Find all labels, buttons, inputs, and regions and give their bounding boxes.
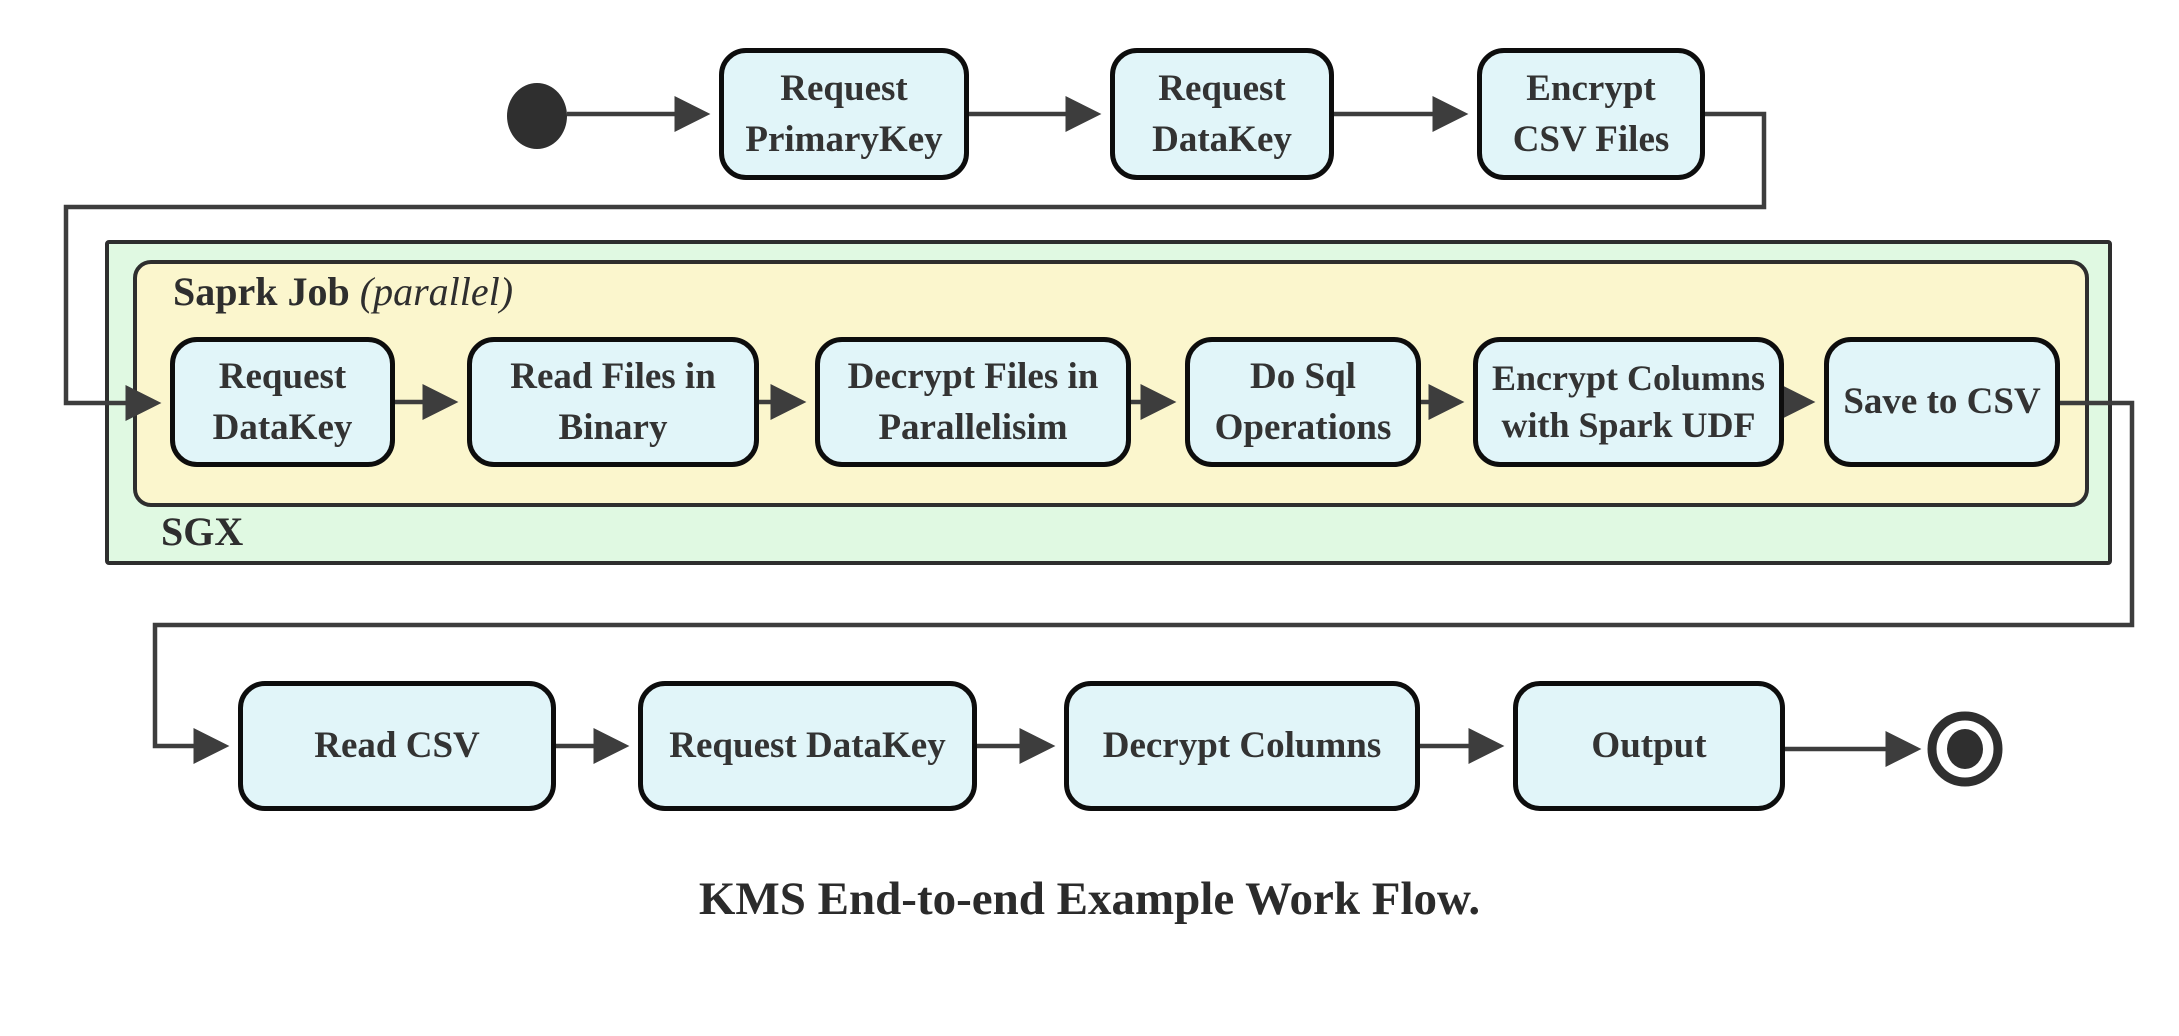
node-request-datakey-sgx: Request DataKey [170,337,395,467]
node-request-primarykey: Request PrimaryKey [719,48,969,180]
edge-encrypt-csv-files-to-sgx-request-datakey [63,111,1767,421]
node-request-datakey-top: Request DataKey [1110,48,1334,180]
start-state-icon [507,83,567,149]
spark-job-title: Saprk Job [173,269,350,314]
node-read-files-in-binary: Read Files in Binary [467,337,759,467]
spark-job-container-label: Saprk Job (parallel) [173,268,513,315]
end-state-icon [1927,711,2003,787]
sgx-container-label: SGX [161,509,244,554]
node-output: Output [1513,681,1785,811]
node-encrypt-columns-with-spark-udf: Encrypt Columns with Spark UDF [1473,337,1784,467]
node-request-datakey-bottom: Request DataKey [638,681,977,811]
node-read-csv: Read CSV [238,681,556,811]
diagram-caption: KMS End-to-end Example Work Flow. [698,873,1481,925]
node-encrypt-csv-files: Encrypt CSV Files [1477,48,1705,180]
node-save-to-csv: Save to CSV [1824,337,2060,467]
node-decrypt-columns: Decrypt Columns [1064,681,1420,811]
node-do-sql-operations: Do Sql Operations [1185,337,1421,467]
node-decrypt-files-in-parallelisim: Decrypt Files in Parallelisim [815,337,1131,467]
edge-save-csv-to-read-csv [152,400,2135,764]
spark-job-parallel-note: (parallel) [359,269,514,314]
